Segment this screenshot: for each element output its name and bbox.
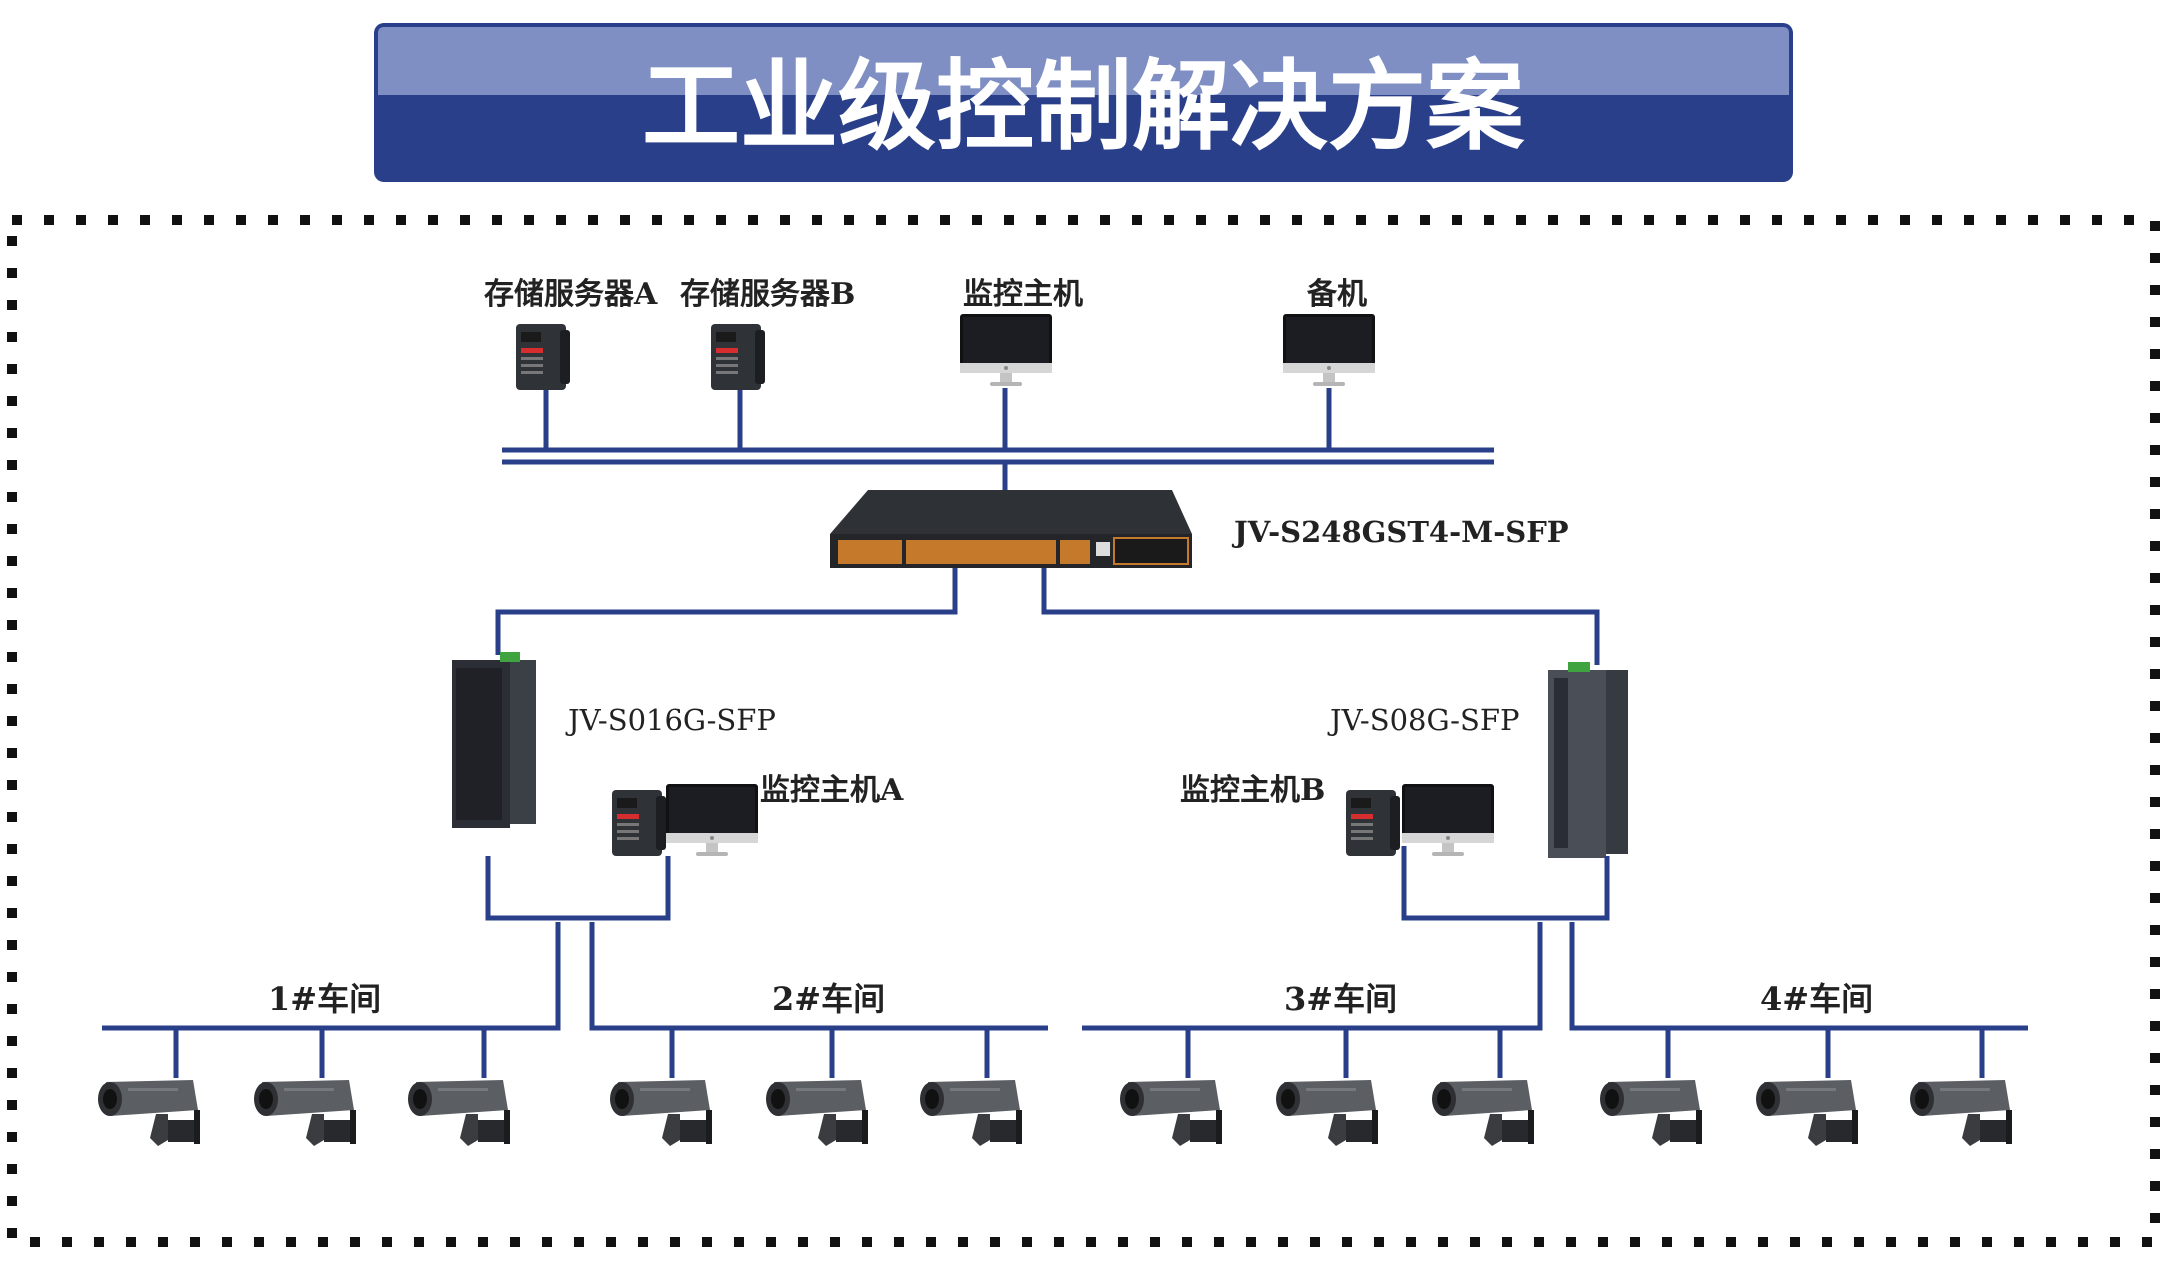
left-switch-model: JV-S016G-SFP — [565, 703, 776, 737]
top-bus-lines — [502, 388, 1494, 490]
right-switch-model: JV-S08G-SFP — [1327, 703, 1519, 737]
bullet-camera-icon — [408, 1080, 510, 1146]
server-tower-icon — [516, 324, 570, 390]
desktop-monitor-icon — [1402, 784, 1494, 856]
core-switch-model: JV-S248GST4-M-SFP — [1231, 515, 1569, 549]
page-title: 工业级控制解决方案 — [642, 50, 1525, 164]
desktop-monitor-icon — [960, 314, 1052, 386]
din-rail-switch-icon — [1548, 662, 1628, 858]
title-banner: 工业级控制解决方案 — [374, 23, 1793, 182]
workshop-2-label: 2#车间 — [772, 980, 885, 1018]
bullet-camera-icon — [1120, 1080, 1222, 1146]
monitor-host-label: 监控主机 — [963, 277, 1083, 312]
host-a-label: 监控主机A — [760, 773, 904, 808]
rack-switch-icon — [830, 490, 1192, 568]
workshop-lines — [102, 846, 2028, 1078]
bullet-camera-icon — [1910, 1080, 2012, 1146]
bullet-camera-icon — [1432, 1080, 1534, 1146]
storage-server-b-label: 存储服务器B — [680, 277, 855, 312]
bullet-camera-icon — [1276, 1080, 1378, 1146]
bullet-camera-icon — [766, 1080, 868, 1146]
server-tower-icon — [711, 324, 765, 390]
server-tower-icon — [1346, 790, 1400, 856]
workshop-3-label: 3#车间 — [1284, 980, 1397, 1018]
bullet-camera-icon — [98, 1080, 200, 1146]
backup-host-label: 备机 — [1307, 277, 1367, 312]
bullet-camera-icon — [1600, 1080, 1702, 1146]
storage-server-a-label: 存储服务器A — [484, 277, 658, 312]
desktop-monitor-icon — [666, 784, 758, 856]
bullet-camera-icon — [254, 1080, 356, 1146]
workshop-1-label: 1#车间 — [268, 980, 381, 1018]
bullet-camera-icon — [920, 1080, 1022, 1146]
bullet-camera-icon — [610, 1080, 712, 1146]
server-tower-icon — [612, 790, 666, 856]
host-b-label: 监控主机B — [1180, 773, 1325, 808]
core-branch-lines — [495, 568, 1600, 665]
bullet-camera-icon — [1756, 1080, 1858, 1146]
desktop-monitor-icon — [1283, 314, 1375, 386]
din-rail-switch-icon — [452, 652, 536, 828]
workshop-4-label: 4#车间 — [1760, 980, 1873, 1018]
